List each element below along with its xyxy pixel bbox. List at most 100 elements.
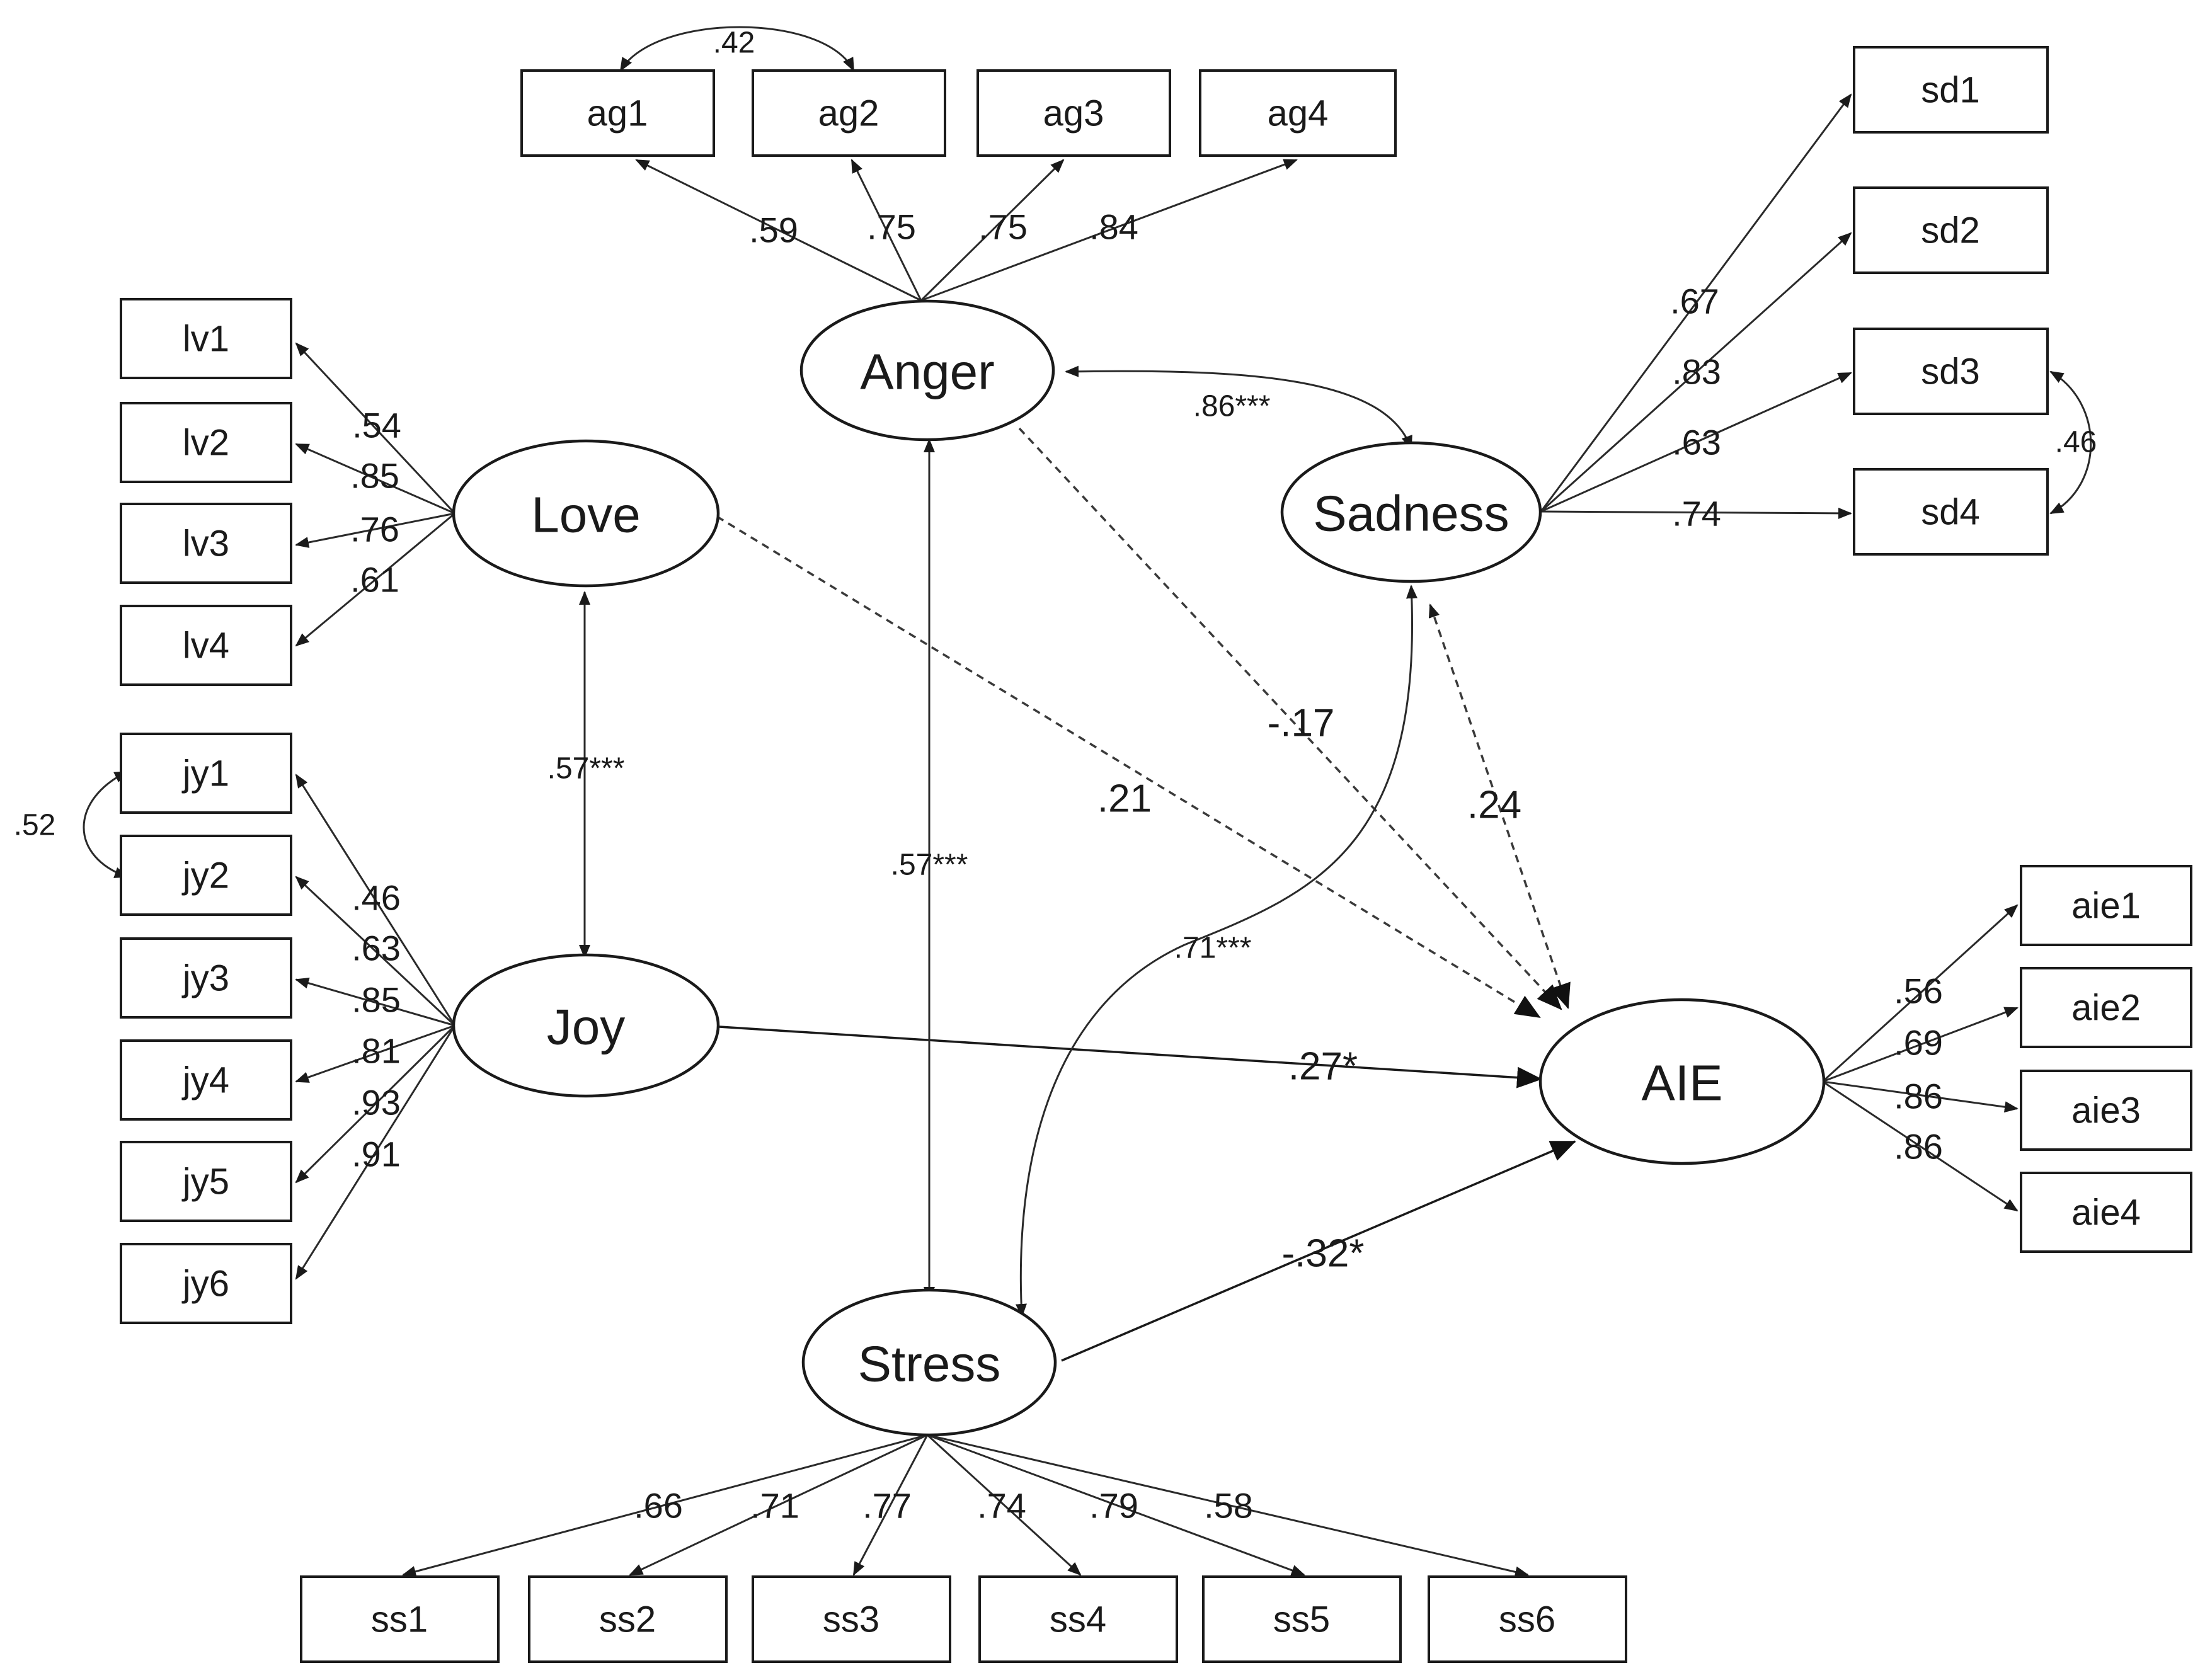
- loading-anger-ag4-arrow: [920, 159, 1298, 302]
- rescov-label-jy1-jy2: .52: [14, 809, 56, 842]
- indicator-aie3: aie3: [2020, 1070, 2192, 1151]
- loading-label-sd1: .67: [1670, 282, 1719, 321]
- indicator-label: jy3: [181, 958, 229, 999]
- loading-joy-jy6-arrow: [295, 1025, 456, 1280]
- indicator-ss5: ss5: [1202, 1575, 1402, 1663]
- path-label-stress-aie: -.32*: [1282, 1232, 1365, 1276]
- indicator-jy1: jy1: [120, 733, 292, 814]
- indicator-ag4: ag4: [1199, 69, 1397, 157]
- latent-stress: Stress: [801, 1288, 1057, 1437]
- indicator-label: jy4: [181, 1060, 229, 1101]
- indicator-label: lv1: [183, 319, 229, 360]
- indicator-label: sd4: [1921, 492, 1980, 533]
- loading-joy-jy5-arrow: [295, 1024, 456, 1184]
- indicator-label: lv3: [183, 523, 229, 564]
- loading-label-ss3: .77: [862, 1486, 912, 1526]
- loading-stress-ss6-arrow: [927, 1434, 1529, 1578]
- indicator-jy4: jy4: [120, 1039, 292, 1121]
- latent-label: Sadness: [1313, 486, 1509, 542]
- loading-label-jy1: .46: [352, 878, 401, 918]
- indicator-ss1: ss1: [300, 1575, 500, 1663]
- latent-label: AIE: [1642, 1055, 1723, 1111]
- indicator-ss6: ss6: [1428, 1575, 1627, 1663]
- loading-joy-jy1-arrow: [295, 774, 456, 1026]
- loading-stress-ss1-arrow: [402, 1434, 928, 1577]
- indicator-label: ss3: [823, 1599, 879, 1640]
- indicator-jy3: jy3: [120, 937, 292, 1019]
- latent-joy: Joy: [452, 953, 720, 1098]
- latent-sadness: Sadness: [1280, 441, 1542, 583]
- path-joy-aie-arrow: [719, 1026, 1542, 1089]
- residual-correlations: [83, 26, 2092, 878]
- factor-covariances: [579, 365, 1418, 1318]
- loading-label-jy5: .93: [352, 1083, 401, 1123]
- path-label-sadness-aie: .24: [1467, 784, 1521, 827]
- path-sadness-aie-arrow: [1428, 603, 1571, 1009]
- structural-path-labels: .21 -.17 .24 .27* -.32*: [1097, 702, 1521, 1276]
- rescov-label-sd3-sd4: .46: [2055, 426, 2097, 459]
- indicator-ss2: ss2: [528, 1575, 728, 1663]
- indicator-ag1: ag1: [520, 69, 715, 157]
- path-label-love-aie: .21: [1097, 777, 1152, 821]
- indicator-label: lv4: [183, 626, 229, 666]
- rescov-sd3-sd4-arrow: [2049, 370, 2092, 515]
- loading-label-aie3: .86: [1894, 1077, 1943, 1116]
- indicator-jy6: jy6: [120, 1243, 292, 1324]
- loading-arrows: [295, 93, 2019, 1578]
- loading-anger-ag3-arrow: [920, 159, 1065, 302]
- indicator-label: sd2: [1921, 210, 1980, 251]
- loading-label-sd4: .74: [1672, 494, 1721, 534]
- cov-sadness-stress-arrow: [1015, 585, 1418, 1318]
- loading-sadness-sd1-arrow: [1540, 93, 1852, 512]
- loading-label-jy6: .91: [352, 1134, 401, 1174]
- loading-sadness-sd2-arrow: [1540, 232, 1852, 513]
- loading-label-jy3: .85: [352, 980, 401, 1020]
- latent-label: Stress: [858, 1336, 1001, 1392]
- indicator-label: aie1: [2071, 886, 2141, 927]
- cov-label-anger-sadness: .86***: [1193, 390, 1271, 423]
- loading-label-aie1: .56: [1894, 971, 1943, 1011]
- indicator-label: ss5: [1273, 1599, 1330, 1640]
- indicator-jy2: jy2: [120, 835, 292, 916]
- loading-label-ag1: .59: [749, 210, 798, 250]
- loading-labels: .59 .75 .75 .84 .67 .83 .63 .74 .54 .85 …: [350, 207, 1943, 1526]
- residual-correlation-labels: .42 .46 .52: [14, 26, 2097, 842]
- indicator-label: ag2: [818, 93, 879, 134]
- loading-joy-jy2-arrow: [295, 876, 456, 1027]
- loading-stress-ss4-arrow: [926, 1434, 1082, 1576]
- indicator-ag3: ag3: [976, 69, 1171, 157]
- latent-anger: Anger: [799, 299, 1055, 442]
- path-love-aie-arrow: [716, 515, 1541, 1019]
- rescov-label-ag1-ag2: .42: [713, 26, 755, 60]
- path-label-joy-aie: .27*: [1288, 1045, 1358, 1089]
- cov-label-sadness-stress: .71***: [1174, 932, 1252, 965]
- loading-aie-aie1-arrow: [1821, 904, 2019, 1083]
- loading-love-lv2-arrow: [295, 443, 455, 515]
- loading-anger-ag2-arrow: [850, 159, 922, 301]
- loading-joy-jy4-arrow: [295, 1024, 455, 1083]
- loading-label-ss6: .58: [1204, 1486, 1253, 1526]
- factor-covariance-labels: .86*** .57*** .57*** .71***: [547, 390, 1271, 965]
- loading-label-ag3: .75: [978, 207, 1028, 247]
- loading-aie-aie2-arrow: [1822, 1007, 2019, 1083]
- indicator-label: ss2: [599, 1599, 656, 1640]
- indicator-boxes: ag1 ag2 ag3 ag4 sd1 sd2 sd3 sd4 lv1 lv2 …: [120, 46, 2192, 1663]
- latent-aie: AIE: [1538, 998, 1826, 1165]
- indicator-label: ss4: [1050, 1599, 1106, 1640]
- indicator-aie1: aie1: [2020, 865, 2192, 946]
- path-label-anger-aie: -.17: [1268, 702, 1335, 745]
- loading-stress-ss2-arrow: [629, 1434, 928, 1576]
- loading-sadness-sd3-arrow: [1540, 372, 1852, 513]
- cov-label-anger-stress: .57***: [891, 849, 968, 882]
- indicator-label: ag3: [1043, 93, 1104, 134]
- latent-factors: Anger Sadness Love Joy Stress AIE: [452, 299, 1826, 1437]
- indicator-label: ss1: [371, 1599, 428, 1640]
- indicator-aie4: aie4: [2020, 1172, 2192, 1253]
- rescov-ag1-ag2-arrow: [619, 26, 855, 72]
- loading-aie-aie3-arrow: [1822, 1080, 2019, 1113]
- indicator-label: ag4: [1268, 93, 1329, 134]
- indicator-label: jy6: [181, 1264, 229, 1305]
- indicator-ss3: ss3: [752, 1575, 951, 1663]
- indicator-label: aie4: [2071, 1192, 2141, 1233]
- indicator-lv4: lv4: [120, 605, 292, 686]
